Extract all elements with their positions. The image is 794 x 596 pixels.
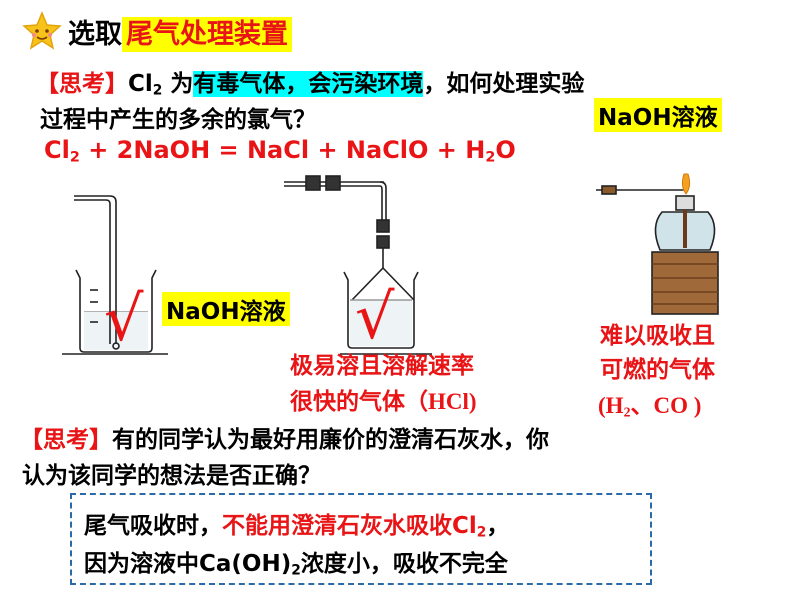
- answer-b1-sub: 2: [291, 562, 301, 579]
- eq-part3: O: [495, 136, 516, 164]
- label-fast-close: ): [468, 389, 477, 414]
- think2-line1: 【思考】有的同学认为最好用廉价的澄清石灰水，你: [20, 420, 549, 454]
- beaker-apparatus-2: [284, 175, 432, 355]
- answer-line1: 尾气吸收时，不能用澄清石灰水吸收Cl2，: [84, 506, 509, 540]
- think2-text1: 有的同学认为最好用廉价的澄清石灰水，你: [112, 427, 549, 453]
- eq-part2: + 2NaOH = NaCl + NaClO + H: [79, 136, 486, 164]
- think1-toxic: 有毒气体，会污染环境: [193, 71, 424, 97]
- answer-a1: 尾气吸收时，: [84, 513, 222, 539]
- think1-wei: 为: [162, 71, 194, 97]
- naoh-top-label: NaOH溶液: [594, 98, 722, 132]
- think2-line2: 认为该同学的想法是否正确？: [22, 463, 321, 489]
- eq-sub2: 2: [485, 149, 496, 166]
- think1-line2: 过程中产生的多余的氯气？: [40, 107, 316, 133]
- naoh-mid-label: NaOH溶液: [162, 292, 290, 326]
- answer-b2: 浓度小，吸收不完全: [300, 551, 508, 577]
- answer-a3: ，: [486, 513, 510, 539]
- equation: Cl2 + 2NaOH = NaCl + NaClO + H2O: [44, 136, 516, 166]
- think1-line1: 【思考】Cl2 为有毒气体，会污染环境，如何处理实验: [36, 64, 584, 98]
- label-hard-gases: (H2、CO ): [598, 386, 701, 420]
- eq-part1: Cl: [44, 136, 70, 164]
- label-hard-open: (H: [598, 393, 624, 418]
- think1-cl: Cl: [128, 71, 153, 97]
- label-hard-close: ): [687, 393, 702, 418]
- answer-a2: 不能用澄清石灰水吸收Cl: [222, 513, 477, 539]
- answer-a2-sub: 2: [476, 524, 487, 541]
- answer-b1: 因为溶液中Ca(OH): [84, 551, 292, 577]
- think1-cl-sub: 2: [152, 82, 163, 99]
- slide-title: 选取尾气处理装置: [22, 8, 292, 54]
- label-fast-line1: 极易溶且溶解速率: [290, 353, 474, 379]
- beaker-apparatus-1: [62, 195, 168, 355]
- answer-box: [70, 493, 652, 585]
- label-hard-line2: 可燃的气体: [600, 357, 715, 383]
- label-hard-mid: 、CO: [630, 393, 688, 418]
- star-icon: [22, 11, 62, 50]
- label-fast-gas: HCl: [428, 389, 469, 414]
- label-hard-line1: 难以吸收且: [600, 323, 715, 349]
- think1-rest: ，如何处理实验: [423, 71, 585, 97]
- eq-sub1: 2: [69, 149, 80, 166]
- title-prefix: 选取: [68, 18, 122, 50]
- think2-bracket: 【思考】: [20, 427, 112, 453]
- answer-line2: 因为溶液中Ca(OH)2浓度小，吸收不完全: [84, 544, 508, 578]
- label-fast-text: 很快的气体（: [290, 389, 428, 415]
- check-mark-1: √: [104, 282, 144, 355]
- lamp-apparatus: [596, 173, 719, 315]
- label-fast-line2: 很快的气体（HCl): [290, 382, 477, 416]
- title-highlight: 尾气处理装置: [122, 16, 292, 52]
- think1-bracket: 【思考】: [36, 71, 128, 97]
- check-mark-2: √: [355, 280, 395, 353]
- label-hard-sub: 2: [623, 404, 631, 420]
